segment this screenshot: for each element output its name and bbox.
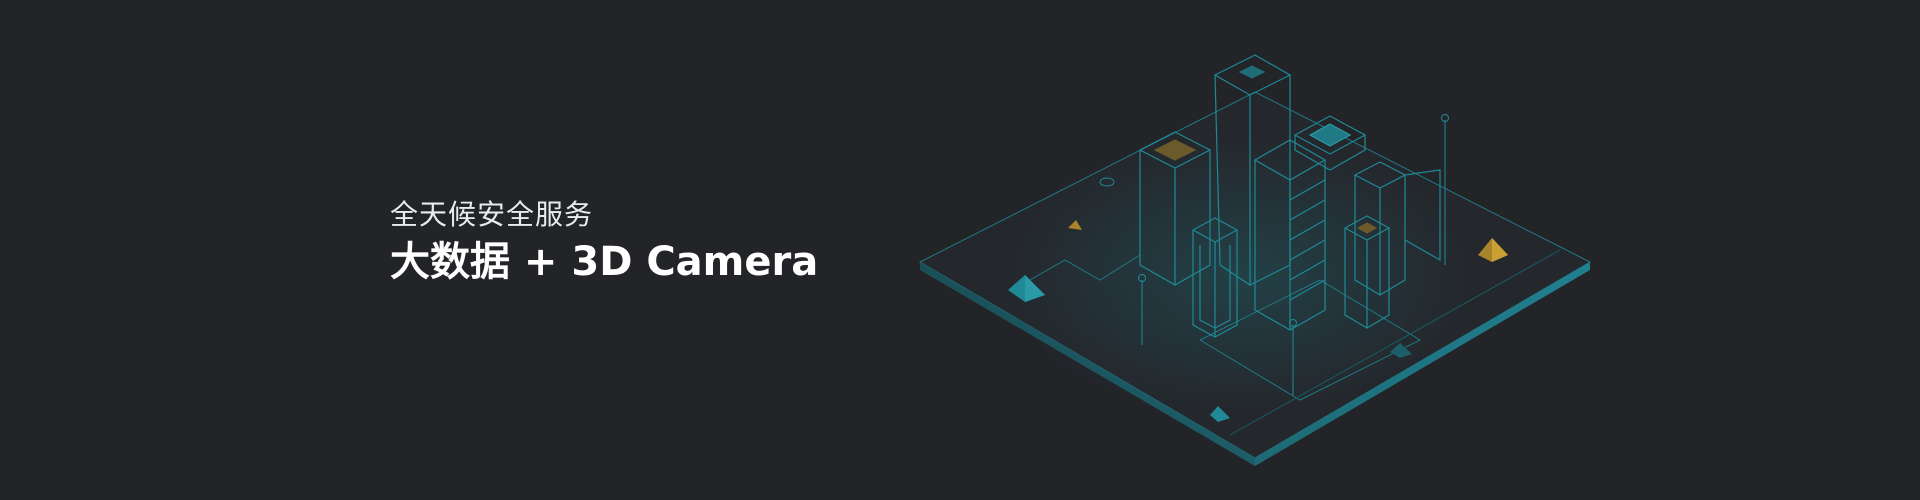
hero-headline: 大数据 + 3D Camera: [390, 239, 819, 285]
hero-subtitle: 全天候安全服务: [390, 198, 594, 231]
isometric-city-illustration: [918, 54, 1592, 466]
building-wireframe: [1138, 54, 1441, 339]
antenna-pole: [1099, 114, 1449, 395]
pyramid-marker: [1008, 220, 1508, 422]
hero-text: 全天候安全服务 大数据 + 3D Camera: [390, 198, 818, 290]
